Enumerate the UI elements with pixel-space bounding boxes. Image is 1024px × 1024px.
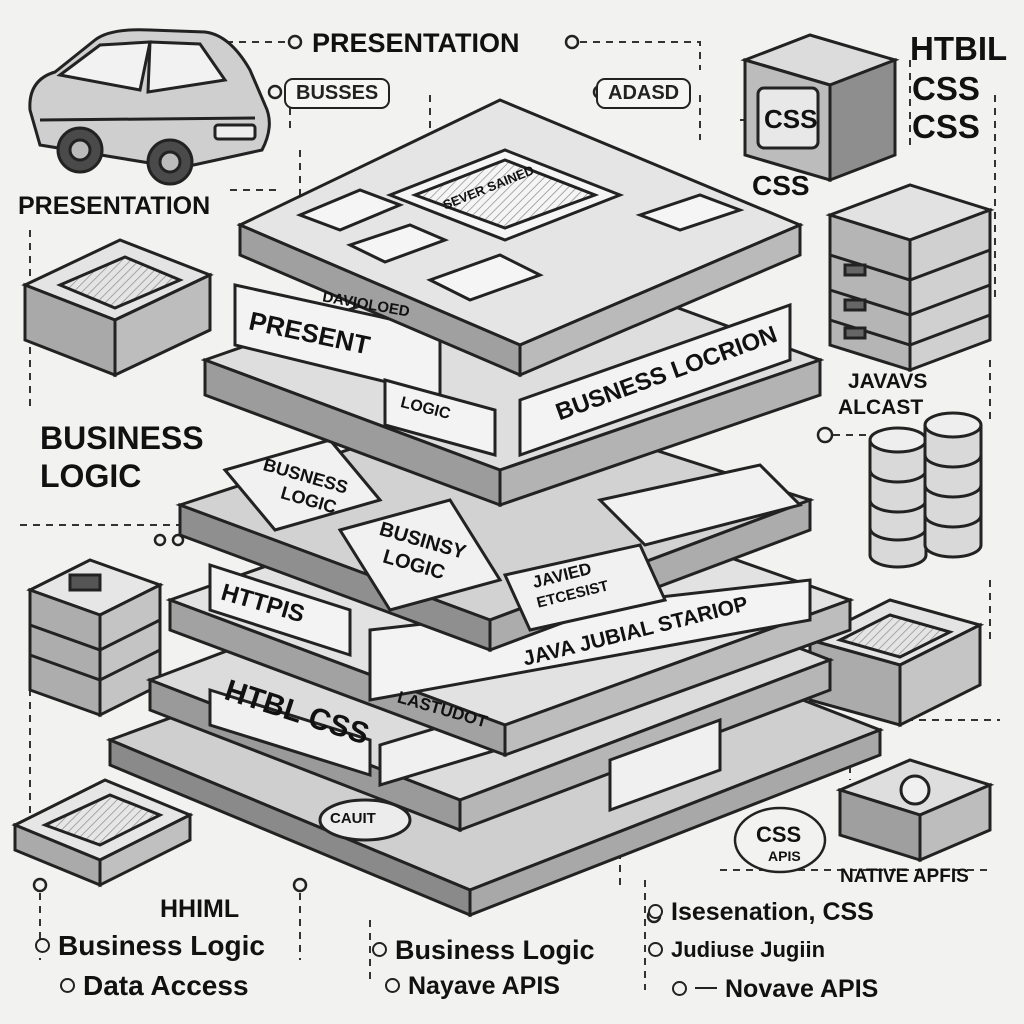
label-css-under-cube: CSS xyxy=(752,170,810,201)
legend-center-row-2: Nayave APIS xyxy=(385,972,560,1001)
pill-busses: BUSSES xyxy=(284,78,391,109)
server-rack xyxy=(825,183,995,373)
legend-left-row-2-text: Business Logic xyxy=(58,930,265,961)
label-htbil: HTBIL xyxy=(910,30,1008,67)
legend-right-row-2-text: Judiuse Jugiin xyxy=(671,937,826,962)
stack-bottom-label: CAUIT xyxy=(330,810,376,827)
stack-layer-3 xyxy=(175,398,815,653)
label-alcast: ALCAST xyxy=(838,396,924,419)
legend-left-row-3: Data Access xyxy=(60,970,249,1002)
legend-right-row-2: Judiuse Jugiin xyxy=(648,937,825,963)
legend-right-row-3: Novave APIS xyxy=(672,975,878,1004)
label-css-apis-2: APIS xyxy=(768,848,801,864)
css-cube xyxy=(740,33,900,183)
dash-icon xyxy=(695,987,717,990)
database-cylinders xyxy=(868,411,983,569)
pill-adasd: ADASD xyxy=(596,78,692,109)
bullet-icon xyxy=(648,903,663,919)
label-presentation-left: PRESENTATION xyxy=(18,192,211,220)
bullet-icon xyxy=(385,977,400,993)
label-javavs: JAVAVS xyxy=(848,370,928,393)
legend-right-row-1-text: Isesenation, CSS xyxy=(671,898,874,926)
left-stack-middle xyxy=(26,558,164,718)
legend-center-row-1: Business Logic xyxy=(372,935,595,966)
bullet-icon xyxy=(35,938,50,954)
bullet-icon xyxy=(672,980,687,996)
label-css-cube: CSS xyxy=(764,104,818,134)
car-illustration xyxy=(28,28,271,186)
stack-layer-1-top xyxy=(236,98,804,378)
left-box-upper xyxy=(21,238,214,378)
legend-right-row-3-text: Novave APIS xyxy=(725,975,879,1003)
legend-center-row-1-text: Business Logic xyxy=(395,935,595,965)
label-native-apis: NATIVE APFIS xyxy=(840,866,969,887)
bullet-icon xyxy=(60,978,75,994)
legend-left-row-1-text: HHIML xyxy=(160,895,240,923)
legend-left-row-1: HHIML xyxy=(160,895,239,924)
legend-left-row-2: Business Logic xyxy=(35,930,265,962)
label-css-right-1: CSS xyxy=(912,70,980,107)
css-apis-badge xyxy=(733,806,827,874)
bullet-icon xyxy=(372,942,387,958)
label-logic-left: LOGIC xyxy=(40,458,142,494)
label-business-left: BUSINESS xyxy=(40,420,204,456)
legend-right-row-1: Isesenation, CSS xyxy=(648,898,874,927)
legend-left-row-3-text: Data Access xyxy=(83,970,249,1001)
label-css-apis-1: CSS xyxy=(756,822,802,847)
right-box-middle xyxy=(805,598,985,728)
right-box-lower xyxy=(835,758,995,863)
legend-center-row-2-text: Nayave APIS xyxy=(408,972,560,1000)
left-box-lower xyxy=(11,778,194,888)
bullet-icon xyxy=(648,941,663,957)
label-presentation-top: PRESENTATION xyxy=(312,28,520,58)
label-css-right-2: CSS xyxy=(912,108,980,145)
stack-layer-2 xyxy=(200,248,825,508)
